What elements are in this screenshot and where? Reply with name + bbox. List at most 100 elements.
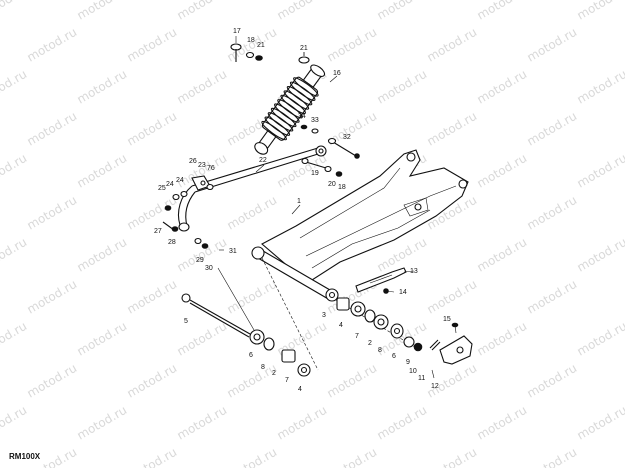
rod-mount-hardware xyxy=(301,157,343,177)
coil-spring-ring xyxy=(280,94,306,115)
callout-7: 7 xyxy=(355,333,359,340)
watermark-text: motod.ru xyxy=(575,151,625,191)
watermark-text: motod.ru xyxy=(125,25,180,65)
tension-rod xyxy=(177,145,327,232)
callout-27: 27 xyxy=(154,228,162,235)
callout-22: 22 xyxy=(259,157,267,164)
callout-9: 9 xyxy=(406,359,410,366)
coil-spring-ring xyxy=(293,77,319,97)
coil-spring-ring xyxy=(261,120,287,141)
watermark-text: motod.ru xyxy=(25,361,80,401)
watermark-text: motod.ru xyxy=(175,67,230,107)
watermark-text: motod.ru xyxy=(275,151,330,191)
watermark-text: motod.ru xyxy=(125,193,180,233)
watermark-text: motod.ru xyxy=(175,403,230,443)
callout-5: 5 xyxy=(184,318,188,325)
callout-20: 20 xyxy=(328,181,336,188)
model-code: RM100X xyxy=(9,452,41,461)
watermark-text: motod.ru xyxy=(75,67,130,107)
watermark-text: motod.ru xyxy=(575,235,625,275)
coil-spring-ring xyxy=(289,81,316,101)
callout-29: 29 xyxy=(196,257,204,264)
callout-12: 12 xyxy=(431,383,439,390)
watermark-text: motod.ru xyxy=(25,25,80,65)
callout-13: 13 xyxy=(410,268,418,275)
watermark-text: motod.ru xyxy=(275,403,330,443)
watermark-text: motod.ru xyxy=(225,277,280,317)
watermark-text: motod.ru xyxy=(575,403,625,443)
watermark-text: motod.ru xyxy=(475,151,530,191)
watermark-text: motod.ru xyxy=(325,361,380,401)
callout-7: 7 xyxy=(285,377,289,384)
watermark-text: motod.ru xyxy=(525,445,580,468)
watermark-text: motod.ru xyxy=(425,445,480,468)
callout-18: 18 xyxy=(338,184,346,191)
watermark-text: motod.ru xyxy=(175,0,230,23)
leader-lines xyxy=(235,36,435,379)
coil-spring-ring xyxy=(283,90,310,110)
callout-8: 8 xyxy=(261,364,265,371)
callout-16: 16 xyxy=(333,70,341,77)
watermark-text: motod.ru xyxy=(525,277,580,317)
callout-3: 3 xyxy=(322,312,326,319)
coil-spring-ring xyxy=(267,112,294,132)
callout-76: 76 xyxy=(207,165,215,172)
pivot-bolt xyxy=(181,293,251,338)
watermark-text: motod.ru xyxy=(75,319,130,359)
swing-arm xyxy=(251,149,469,302)
callout-labels: 17 18 21 21 16 34 33 32 22 26 23 76 25 2… xyxy=(154,28,451,393)
callout-14: 14 xyxy=(399,289,407,296)
watermark-text: motod.ru xyxy=(325,445,380,468)
watermark-text: motod.ru xyxy=(125,361,180,401)
coil-spring-ring xyxy=(264,116,291,136)
watermark-text: motod.ru xyxy=(0,0,29,23)
watermark-text: motod.ru xyxy=(575,0,625,23)
right-pivot-bearings xyxy=(336,297,441,352)
callout-23: 23 xyxy=(198,162,206,169)
torque-link-bracket xyxy=(162,175,224,251)
callout-2: 2 xyxy=(368,340,372,347)
coil-spring-ring xyxy=(270,107,297,128)
callout-11: 11 xyxy=(418,375,425,382)
watermark-text: motod.ru xyxy=(475,67,530,107)
callout-21: 21 xyxy=(257,42,265,49)
watermark-text: motod.ru xyxy=(325,25,380,65)
watermark-text: motod.ru xyxy=(0,235,29,275)
callout-4: 4 xyxy=(339,322,343,329)
callout-19: 19 xyxy=(311,170,319,177)
watermark-text: motod.ru xyxy=(575,319,625,359)
watermark-text: motod.ru xyxy=(575,67,625,107)
callout-26: 26 xyxy=(189,158,197,165)
watermark-text: motod.ru xyxy=(125,109,180,149)
callout-4: 4 xyxy=(298,386,302,393)
callout-24: 24 xyxy=(166,181,174,188)
callout-6: 6 xyxy=(392,353,396,360)
callout-31: 31 xyxy=(229,248,237,255)
rear-shock-absorber xyxy=(254,64,326,155)
watermark-text: motod.ru xyxy=(175,235,230,275)
callout-10: 10 xyxy=(409,368,417,375)
watermark-text: motod.ru xyxy=(25,277,80,317)
watermark-text: motod.ru xyxy=(225,445,280,468)
callout-25: 25 xyxy=(158,185,166,192)
watermark-text: motod.ru xyxy=(375,403,430,443)
watermark-text: motod.ru xyxy=(225,361,280,401)
watermark-text: motod.ru xyxy=(125,277,180,317)
chain-adjuster xyxy=(439,322,473,365)
watermark-text: motod.ru xyxy=(0,319,29,359)
watermark-text: motod.ru xyxy=(475,0,530,23)
watermark-text: motod.ru xyxy=(475,319,530,359)
callout-32: 32 xyxy=(343,134,351,141)
watermark-text: motod.ru xyxy=(75,0,130,23)
watermark-text: motod.ru xyxy=(525,25,580,65)
shock-top-bolt xyxy=(230,43,310,64)
watermark-text: motod.ru xyxy=(125,445,180,468)
watermark-text: motod.ru xyxy=(0,151,29,191)
callout-33: 33 xyxy=(311,117,319,124)
watermark-text: motod.ru xyxy=(0,403,29,443)
coil-spring-ring xyxy=(274,103,300,123)
callout-24: 24 xyxy=(176,177,184,184)
watermark-text: motod.ru xyxy=(175,319,230,359)
